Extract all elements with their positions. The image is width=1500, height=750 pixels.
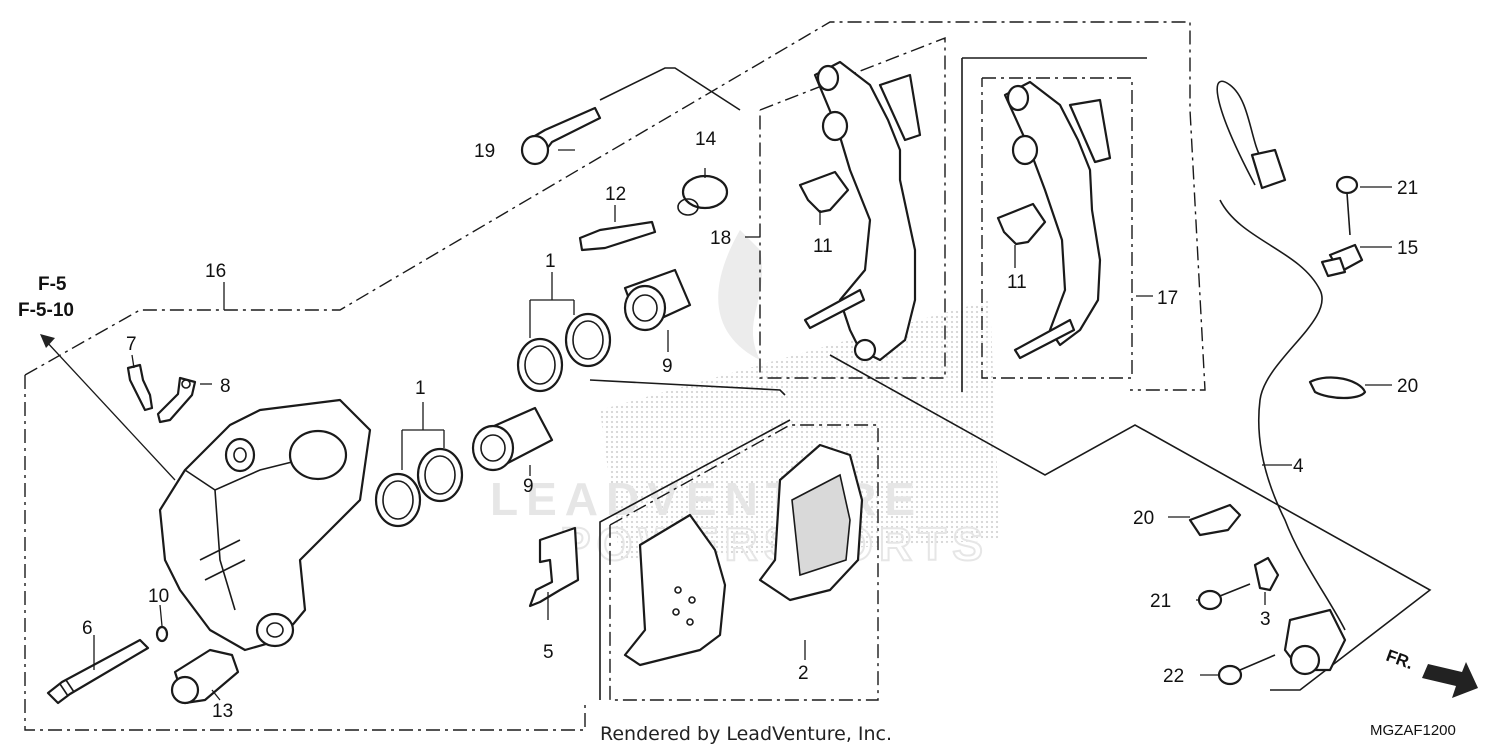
brake-pad-front (623, 513, 727, 667)
callout-13: 13 (212, 701, 233, 722)
callout-1-left: 1 (415, 378, 426, 399)
spring-clip-5 (528, 526, 580, 608)
callout-9-left: 9 (523, 476, 534, 497)
reference-arrow-icon (40, 334, 176, 481)
callout-10: 10 (148, 586, 169, 607)
boot (170, 648, 240, 705)
callout-20-bottom: 20 (1133, 508, 1154, 529)
seals-right (516, 312, 612, 393)
callout-18: 18 (710, 228, 731, 249)
caliper-body (158, 398, 372, 652)
diagram-code: MGZAF1200 (1370, 722, 1456, 739)
callout-1-right: 1 (545, 251, 556, 272)
callouts: 1 1 2 3 4 5 6 7 8 9 9 10 11 11 12 13 14 … (82, 129, 1418, 722)
callout-19: 19 (474, 141, 495, 162)
bleeder-screw (126, 363, 154, 412)
bolt-22 (1217, 654, 1276, 686)
leader-lines (93, 149, 1392, 701)
callout-5: 5 (543, 642, 554, 663)
watermark: LEADVENTURE POWERSPORTS (490, 230, 1000, 571)
group-outlines (24, 21, 1432, 731)
callout-21-bottom: 21 (1150, 591, 1171, 612)
caliper-bracket-18 (803, 60, 922, 362)
callout-8: 8 (220, 376, 231, 397)
callout-3: 3 (1260, 609, 1271, 630)
callout-4: 4 (1293, 456, 1304, 477)
callout-6: 6 (82, 618, 93, 639)
callout-2: 2 (798, 663, 809, 684)
caliper-bracket-17 (1003, 80, 1112, 360)
seals-left (374, 447, 464, 528)
credit-text: Rendered by LeadVenture, Inc. (600, 723, 892, 745)
callout-9-right: 9 (662, 356, 673, 377)
piston-right (623, 268, 692, 332)
brake-pad-rear (758, 443, 864, 602)
callout-22: 22 (1163, 666, 1184, 687)
callout-11-a: 11 (813, 236, 833, 257)
watermark-line2: POWERSPORTS (560, 518, 989, 570)
callout-16: 16 (205, 261, 226, 282)
boot-14 (677, 174, 729, 216)
bolt-19 (520, 106, 602, 166)
pin-12 (578, 220, 657, 252)
ref-label-f5: F-5 (38, 274, 67, 295)
pad-spring-11-a (798, 170, 850, 214)
callout-7: 7 (126, 334, 137, 355)
front-direction-arrow-icon (1422, 662, 1478, 698)
abs-sensor (1188, 80, 1367, 676)
callout-14: 14 (695, 129, 717, 150)
bolt-21-bottom (1197, 583, 1251, 611)
washer (155, 625, 169, 643)
piston-left (471, 406, 554, 472)
pad-spring-11-b (996, 202, 1047, 246)
pin-bolt (46, 638, 150, 705)
bolt-21-top (1335, 175, 1359, 236)
callout-11-b: 11 (1007, 272, 1027, 293)
callout-21-top: 21 (1397, 178, 1418, 199)
callout-12: 12 (605, 184, 626, 205)
ref-label-f5-10: F-5-10 (18, 300, 74, 321)
callout-20-top: 20 (1397, 376, 1418, 397)
bleeder-cap (156, 376, 197, 424)
direction-label: FR. (1384, 646, 1416, 673)
callout-17: 17 (1157, 288, 1178, 309)
callout-15: 15 (1397, 238, 1418, 259)
